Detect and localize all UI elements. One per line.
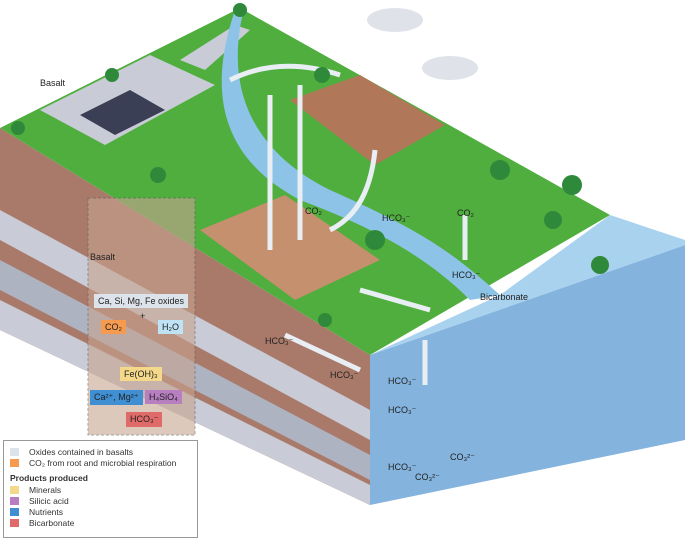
legend-item-minerals: Minerals	[10, 484, 197, 495]
basalt-pit	[80, 90, 165, 135]
plus-sign: +	[140, 311, 146, 321]
clouds	[367, 8, 478, 80]
hco3-soil-label-2: HCO₃⁻	[330, 370, 359, 380]
inset-panel	[87, 197, 196, 436]
legend-swatch	[10, 458, 19, 467]
co2-up-label: CO₂	[457, 208, 474, 218]
field-plowed	[290, 75, 445, 165]
hco3-shore-label: HCO₃⁻	[452, 270, 481, 280]
h2o-box: H₂O	[158, 320, 183, 334]
legend-item-co2: CO₂ from root and microbial respiration	[10, 457, 197, 468]
legend-label: Minerals	[29, 484, 62, 495]
bicarbonate-label: Bicarbonate	[480, 292, 529, 302]
legend-swatch	[10, 518, 19, 527]
legend-item-oxides: Oxides contained in basalts	[10, 446, 197, 457]
hco3-soil-label-1: HCO₃⁻	[265, 336, 294, 346]
trees	[11, 3, 609, 327]
legend-products-title: Products produced	[10, 473, 88, 483]
ocean-front	[370, 245, 685, 505]
ocean-top	[370, 215, 685, 355]
legend-label: CO₂ from root and microbial respiration	[29, 457, 177, 468]
legend-label: Oxides contained in basalts	[29, 446, 133, 457]
legend-swatch	[10, 496, 19, 505]
co2-crop-label: CO₂	[305, 206, 322, 216]
legend-swatch	[10, 485, 19, 494]
feoh-box: Fe(OH)₃	[120, 367, 162, 381]
arrows	[228, 63, 468, 385]
hco3-sea-label-2: HCO₃⁻	[388, 405, 417, 415]
basalt-inset-label: Basalt	[90, 252, 116, 262]
hco3-sea-label-1: HCO₃⁻	[388, 376, 417, 386]
legend-item-nutrients: Nutrients	[10, 506, 197, 517]
legend-label: Bicarbonate	[29, 517, 75, 528]
co3-sea-label-1: CO₃²⁻	[415, 472, 440, 482]
hco3-sea-label-3: HCO₃⁻	[388, 462, 417, 472]
hco3-river-label: HCO₃⁻	[382, 213, 411, 223]
legend-swatch	[10, 507, 19, 516]
legend-label: Silicic acid	[29, 495, 69, 506]
legend-swatch	[10, 447, 19, 456]
ca-mg-box: Ca²⁺, Mg²⁺	[90, 390, 143, 405]
hco3-box: HCO₃⁻	[126, 412, 163, 427]
oxides-box: Ca, Si, Mg, Fe oxides	[94, 294, 189, 308]
legend: Oxides contained in basalts CO₂ from roo…	[3, 440, 198, 538]
field-crops	[200, 195, 380, 300]
legend-item-silicic-acid: Silicic acid	[10, 495, 197, 506]
co3-sea-label-2: CO₃²⁻	[450, 452, 475, 462]
basalt-label: Basalt	[40, 78, 66, 88]
legend-label: Nutrients	[29, 506, 64, 517]
h4sio4-box: H₄SiO₄	[145, 390, 182, 404]
legend-item-bicarbonate: Bicarbonate	[10, 517, 197, 528]
co2-box: CO₂	[101, 320, 126, 334]
